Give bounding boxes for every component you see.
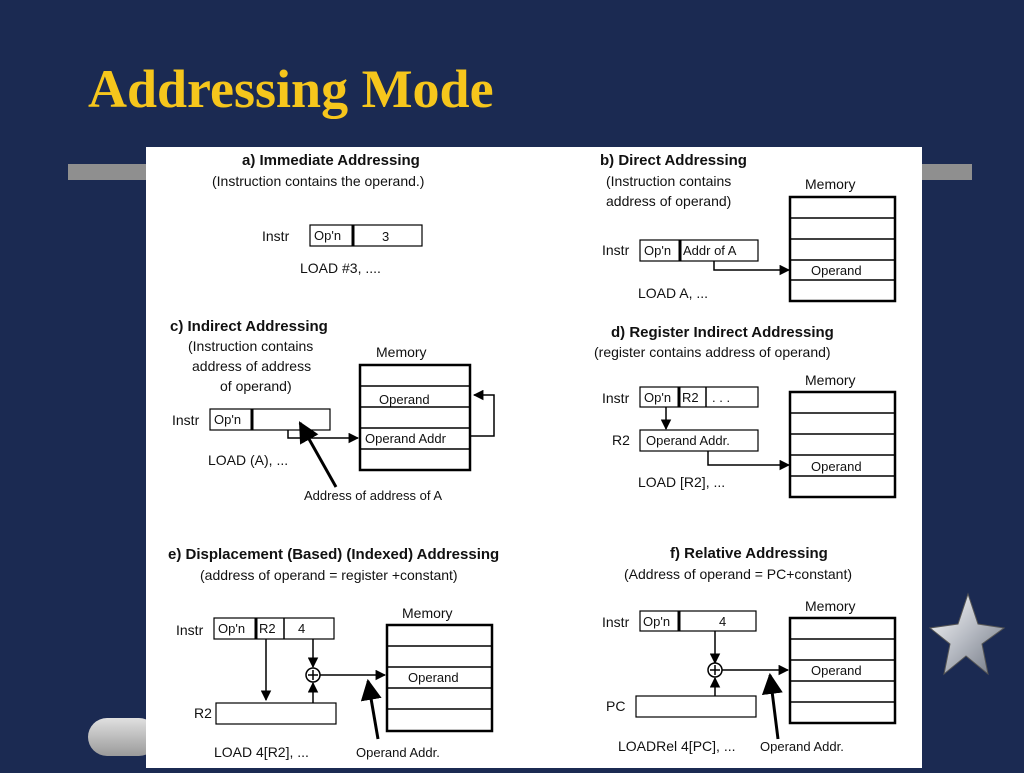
operand-cell: Operand <box>811 263 862 278</box>
decorative-bar-right <box>920 164 972 180</box>
decorative-bar-left <box>68 164 148 180</box>
memory-label: Memory <box>376 344 427 360</box>
opcode-label: Op'n <box>644 243 671 258</box>
operand-addr-cell: Operand Addr <box>365 431 447 446</box>
annotation-arrow <box>298 421 338 488</box>
description-line: (Address of operand = PC+constant) <box>624 566 852 582</box>
operand-cell: Operand <box>811 663 862 678</box>
diagram-indirect: c) Indirect Addressing (Instruction cont… <box>170 318 495 503</box>
description-line: (Instruction contains <box>606 173 731 189</box>
memory-block <box>358 363 472 472</box>
addressing-diagram: a) Immediate Addressing (Instruction con… <box>168 152 897 760</box>
slide-title: Addressing Mode <box>88 59 494 119</box>
opcode-label: Op'n <box>314 228 341 243</box>
instr-label: Instr <box>262 228 290 244</box>
example-text: LOAD A, ... <box>638 285 708 301</box>
memory-label: Memory <box>805 176 856 192</box>
annotation-arrow <box>360 678 382 740</box>
instruction-box <box>213 617 335 640</box>
diagram-relative: f) Relative Addressing (Address of opera… <box>602 545 897 754</box>
displacement-field: 4 <box>719 614 726 629</box>
memory-block <box>788 616 897 725</box>
example-text: LOAD #3, .... <box>300 260 381 276</box>
register-field: R2 <box>259 621 276 636</box>
diagram-immediate: a) Immediate Addressing (Instruction con… <box>212 152 424 276</box>
diagram-displacement: e) Displacement (Based) (Indexed) Addres… <box>168 546 499 760</box>
arrow-to-operand <box>713 261 791 276</box>
heading: a) Immediate Addressing <box>242 152 420 169</box>
arrow-indirect-loop <box>470 389 495 437</box>
dots-field: . . . <box>712 390 730 405</box>
opcode-label: Op'n <box>644 390 671 405</box>
operand-cell: Operand <box>811 459 862 474</box>
arrow-to-operand <box>707 451 791 471</box>
operand-value: 3 <box>382 229 389 244</box>
opcode-label: Op'n <box>218 621 245 636</box>
diagram-direct: b) Direct Addressing (Instruction contai… <box>600 152 897 303</box>
address-field: Addr of A <box>683 243 737 258</box>
opcode-label: Op'n <box>214 412 241 427</box>
memory-block <box>385 623 494 733</box>
register-label: R2 <box>612 432 630 448</box>
annotation-arrow <box>761 672 783 740</box>
instruction-box <box>639 239 759 262</box>
memory-block <box>788 390 897 499</box>
instr-label: Instr <box>176 622 204 638</box>
star-icon <box>928 592 1006 676</box>
example-text: LOAD 4[R2], ... <box>214 744 309 760</box>
opcode-label: Op'n <box>643 614 670 629</box>
description-line: (Instruction contains <box>188 338 313 354</box>
memory-block <box>788 195 897 303</box>
register-label: R2 <box>194 705 212 721</box>
annotation-text: Operand Addr. <box>760 739 844 754</box>
register-box <box>635 695 757 718</box>
annotation-text: Operand Addr. <box>356 745 440 760</box>
example-text: LOAD [R2], ... <box>638 474 725 490</box>
operand-cell: Operand <box>408 670 459 685</box>
heading: b) Direct Addressing <box>600 152 747 169</box>
instruction-box <box>639 610 757 632</box>
instruction-box <box>639 386 759 408</box>
instr-label: Instr <box>172 412 200 428</box>
instr-label: Instr <box>602 614 630 630</box>
register-label: PC <box>606 698 625 714</box>
example-text: LOAD (A), ... <box>208 452 288 468</box>
register-box <box>215 702 337 725</box>
memory-label: Memory <box>402 605 453 621</box>
heading: e) Displacement (Based) (Indexed) Addres… <box>168 546 499 563</box>
diagram-register-indirect: d) Register Indirect Addressing (registe… <box>594 324 897 499</box>
instr-label: Instr <box>602 242 630 258</box>
diagram-panel: a) Immediate Addressing (Instruction con… <box>146 147 922 768</box>
description-line: (register contains address of operand) <box>594 344 831 360</box>
displacement-field: 4 <box>298 621 305 636</box>
register-value: Operand Addr. <box>646 433 730 448</box>
heading: f) Relative Addressing <box>670 545 828 562</box>
instr-label: Instr <box>602 390 630 406</box>
description-line: (Instruction contains the operand.) <box>212 173 424 189</box>
register-field: R2 <box>682 390 699 405</box>
example-text: LOADRel 4[PC], ... <box>618 738 735 754</box>
heading: d) Register Indirect Addressing <box>611 324 834 341</box>
annotation-text: Address of address of A <box>304 488 442 503</box>
arrow-to-operand-addr <box>287 430 360 444</box>
description-line: address of operand) <box>606 193 731 209</box>
heading: c) Indirect Addressing <box>170 318 328 335</box>
operand-cell: Operand <box>379 392 430 407</box>
description-line: of operand) <box>220 378 292 394</box>
memory-label: Memory <box>805 598 856 614</box>
memory-label: Memory <box>805 372 856 388</box>
description-line: address of address <box>192 358 311 374</box>
register-box <box>639 429 759 452</box>
instruction-box <box>309 224 423 247</box>
description-line: (address of operand = register +constant… <box>200 567 458 583</box>
